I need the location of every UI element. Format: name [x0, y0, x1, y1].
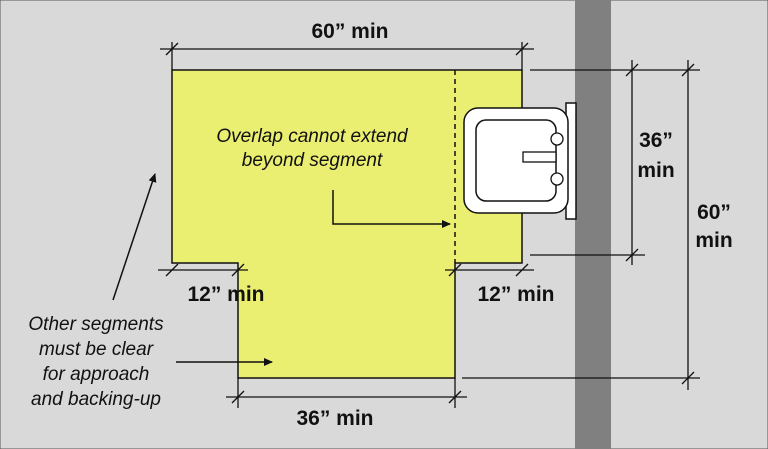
dimension-total-depth	[462, 60, 700, 390]
note-segments-line-1: Other segments	[28, 314, 164, 335]
dimension-sink-depth	[530, 60, 645, 265]
label-total-depth-value: 60”	[697, 201, 731, 224]
segments-arrow-up	[112, 173, 157, 301]
label-sink-depth-value: 36”	[639, 129, 673, 152]
dimension-left-notch	[158, 263, 248, 277]
note-overlap-line-2: beyond segment	[242, 150, 383, 171]
note-segments-line-4: and backing-up	[31, 389, 161, 410]
lavatory-sink-icon	[463, 102, 577, 220]
label-left-notch: 12” min	[187, 283, 264, 306]
dimension-right-notch	[445, 263, 534, 277]
overlap-arrow	[332, 190, 451, 228]
dimension-top-width	[160, 42, 534, 70]
label-total-depth-min: min	[695, 229, 732, 252]
label-top-width: 60” min	[311, 20, 388, 43]
dimension-bottom-width	[226, 378, 467, 408]
label-sink-depth-min: min	[637, 159, 674, 182]
label-right-notch: 12” min	[477, 283, 554, 306]
wall	[575, 0, 611, 449]
label-bottom-width: 36” min	[296, 407, 373, 430]
note-segments-line-2: must be clear	[39, 339, 154, 360]
note-overlap-line-1: Overlap cannot extend	[216, 126, 409, 147]
note-segments-line-3: for approach	[43, 364, 150, 385]
